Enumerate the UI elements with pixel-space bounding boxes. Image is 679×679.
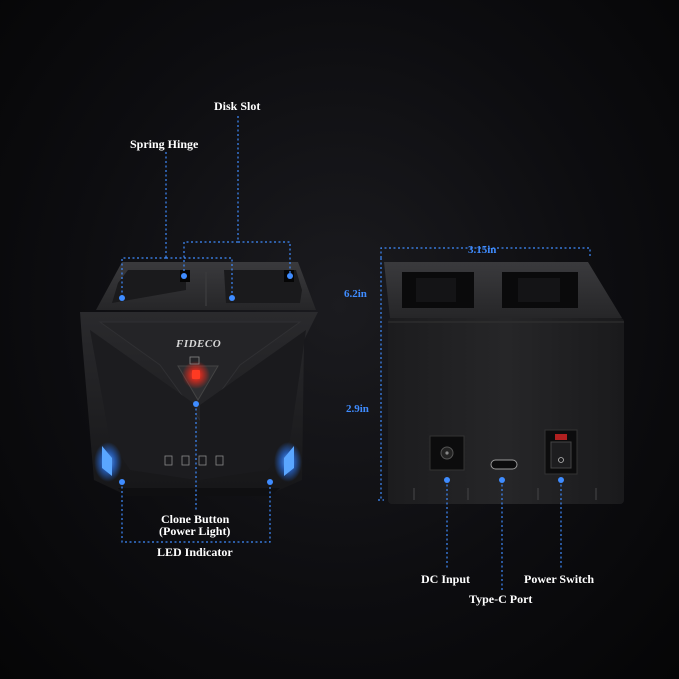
rear-panel xyxy=(388,318,624,504)
dim-height-total: 6.2in xyxy=(344,288,367,300)
disk-indicator-icons xyxy=(164,455,224,466)
clone-icon xyxy=(189,356,200,365)
dim-height-body: 2.9in xyxy=(346,403,369,415)
label-clone-button: Clone Button xyxy=(161,512,230,526)
label-led-indicator: LED Indicator xyxy=(157,545,233,559)
docking-station-front xyxy=(80,262,318,496)
callout-lines xyxy=(121,116,591,590)
label-power-switch: Power Switch xyxy=(524,572,595,586)
brand-logo: FIDECO xyxy=(176,338,222,350)
label-dc-input: DC Input xyxy=(421,572,471,586)
label-type-c-port: Type-C Port xyxy=(469,592,533,606)
label-spring-hinge: Spring Hinge xyxy=(130,137,199,151)
docking-station-rear xyxy=(384,262,624,504)
dim-width: 3.15in xyxy=(468,244,497,256)
disk-slot-right xyxy=(224,270,302,303)
label-disk-slot: Disk Slot xyxy=(214,99,261,113)
disk-slot-left xyxy=(112,270,186,303)
label-power-light: (Power Light) xyxy=(159,524,231,538)
callout-dots xyxy=(119,273,564,485)
type-c-port xyxy=(490,459,518,470)
